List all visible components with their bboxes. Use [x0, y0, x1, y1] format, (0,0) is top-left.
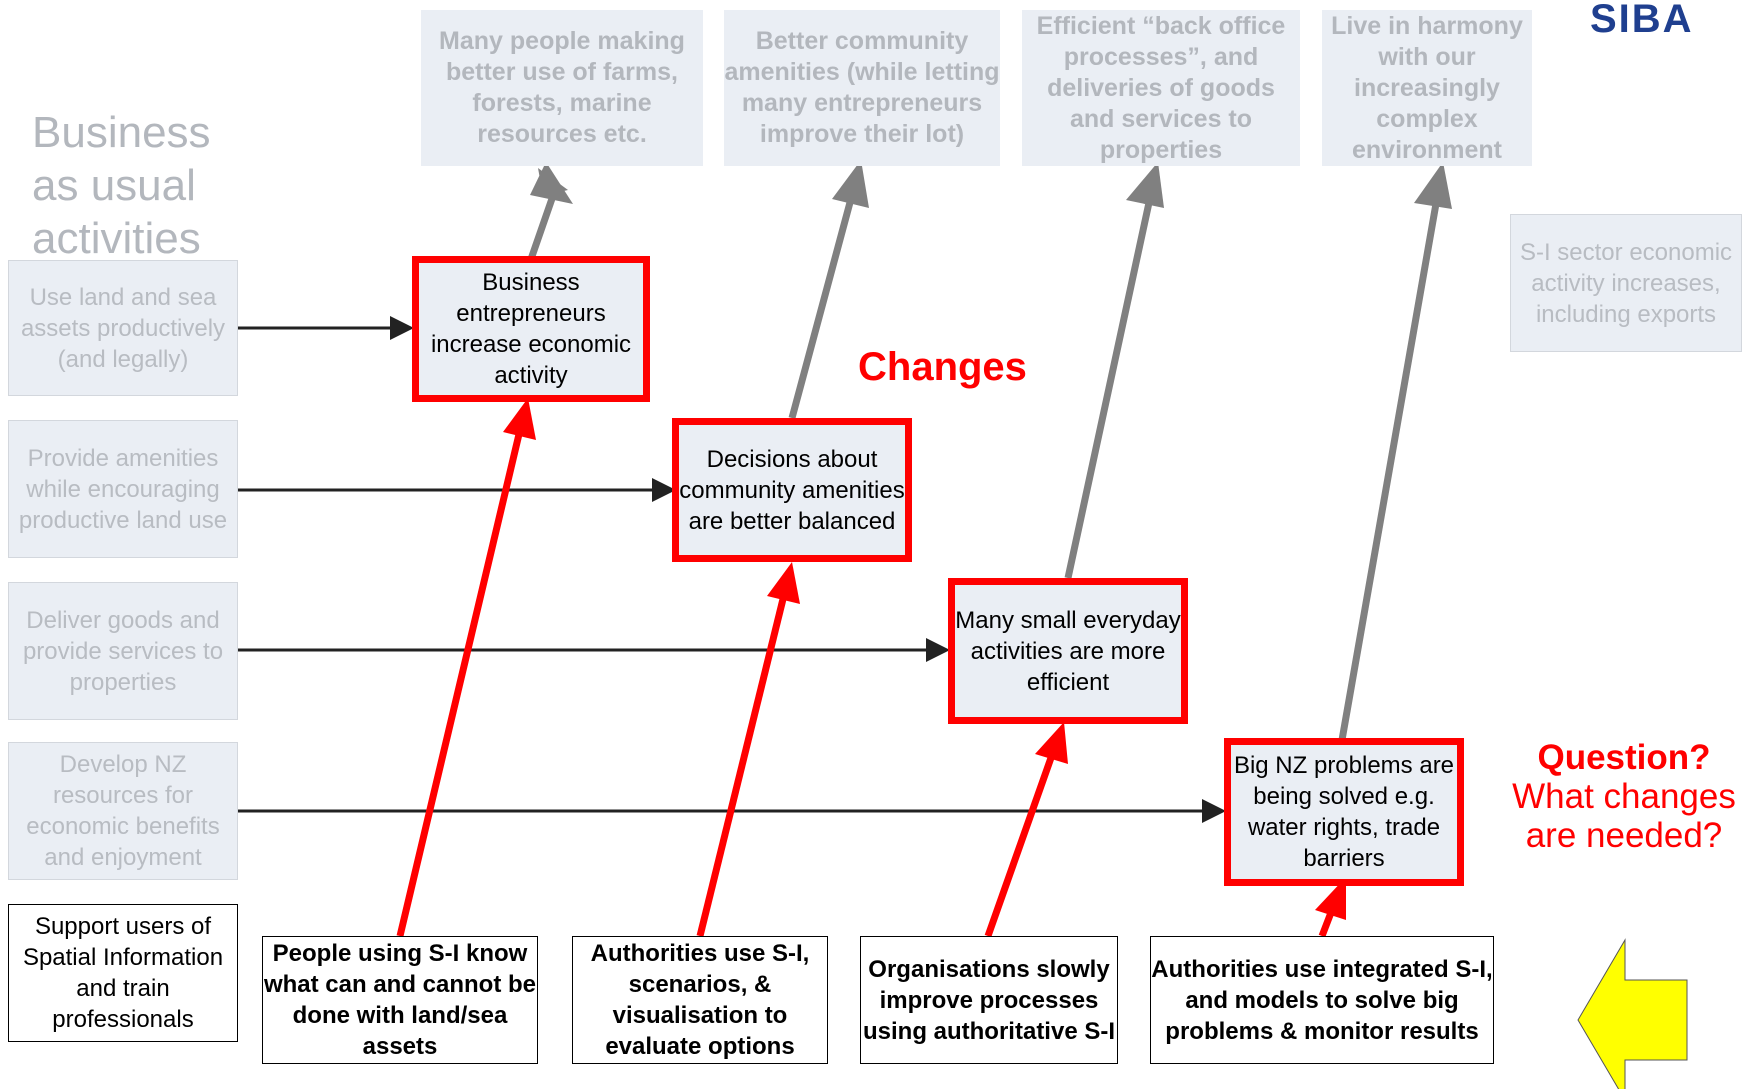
change-box-1: Business entrepreneurs increase economic… — [412, 256, 650, 402]
question-text: What changes are needed? — [1512, 777, 1736, 855]
siba-logo: SIBA — [1590, 0, 1694, 34]
change-text-1: Business entrepreneurs increase economic… — [430, 269, 632, 389]
question-block: Question? What changes are needed? — [1490, 738, 1758, 855]
goal-text-3: Efficient “back office processes”, and d… — [1036, 11, 1286, 164]
activity-text-2: Provide amenities while encouraging prod… — [18, 444, 228, 534]
change-text-4: Big NZ problems are being solved e.g. wa… — [1233, 752, 1455, 872]
business-as-usual-heading: Business as usual activities — [32, 108, 211, 263]
activity-text-1: Use land and sea assets productively (an… — [20, 283, 226, 373]
change-box-3: Many small everyday activities are more … — [948, 578, 1188, 724]
enabler-text-2: Authorities use S-I, scenarios, & visual… — [590, 940, 810, 1060]
gray-arrow-2 — [788, 194, 856, 419]
activity-box-2: Provide amenities while encouraging prod… — [8, 420, 238, 558]
enabler-text-4: Authorities use integrated S-I, and mode… — [1151, 955, 1493, 1045]
si-sector-text: S-I sector economic activity increases, … — [1519, 238, 1733, 328]
goal-text-4: Live in harmony with our increasingly co… — [1331, 11, 1523, 164]
activity-text-4: Develop NZ resources for economic benefi… — [26, 751, 220, 871]
svg-text:SIBA: SIBA — [1590, 0, 1694, 34]
goal-box-1: Many people making better use of farms, … — [421, 10, 703, 166]
support-box: Support users of Spatial Information and… — [8, 904, 238, 1042]
gray-arrows — [526, 160, 1452, 741]
enabler-text-1: People using S-I know what can and canno… — [263, 940, 537, 1060]
gray-arrow-3 — [1064, 197, 1154, 579]
change-box-2: Decisions about community amenities are … — [672, 418, 912, 562]
enabler-box-1: People using S-I know what can and canno… — [262, 936, 538, 1064]
red-arrow-1 — [396, 429, 524, 937]
black-arrows — [238, 316, 1226, 823]
gray-arrow-4 — [1338, 197, 1441, 741]
activity-text-3: Deliver goods and provide services to pr… — [22, 606, 224, 696]
gray-arrow-1 — [526, 188, 559, 264]
enabler-box-3: Organisations slowly improve processes u… — [860, 936, 1118, 1064]
question-title: Question? — [1537, 738, 1711, 777]
change-text-3: Many small everyday activities are more … — [955, 606, 1181, 696]
goal-box-4: Live in harmony with our increasingly co… — [1322, 10, 1532, 166]
enabler-box-4: Authorities use integrated S-I, and mode… — [1150, 936, 1494, 1064]
red-arrows — [396, 398, 1346, 938]
enabler-box-2: Authorities use S-I, scenarios, & visual… — [572, 936, 828, 1064]
activity-box-4: Develop NZ resources for economic benefi… — [8, 742, 238, 880]
change-text-2: Decisions about community amenities are … — [679, 445, 905, 535]
enabler-text-3: Organisations slowly improve processes u… — [862, 955, 1116, 1045]
change-box-4: Big NZ problems are being solved e.g. wa… — [1224, 738, 1464, 886]
goal-text-1: Many people making better use of farms, … — [439, 27, 685, 148]
goal-box-2: Better community amenities (while lettin… — [724, 10, 1000, 166]
support-text: Support users of Spatial Information and… — [22, 913, 224, 1033]
yellow-left-arrow — [1577, 938, 1688, 1089]
changes-label: Changes — [858, 345, 1027, 389]
goal-text-2: Better community amenities (while lettin… — [724, 27, 1000, 148]
activity-box-3: Deliver goods and provide services to pr… — [8, 582, 238, 720]
activity-box-1: Use land and sea assets productively (an… — [8, 260, 238, 396]
goal-box-3: Efficient “back office processes”, and d… — [1022, 10, 1300, 166]
red-arrow-2 — [696, 594, 788, 937]
red-arrow-3 — [984, 753, 1056, 938]
si-sector-box: S-I sector economic activity increases, … — [1510, 214, 1742, 352]
